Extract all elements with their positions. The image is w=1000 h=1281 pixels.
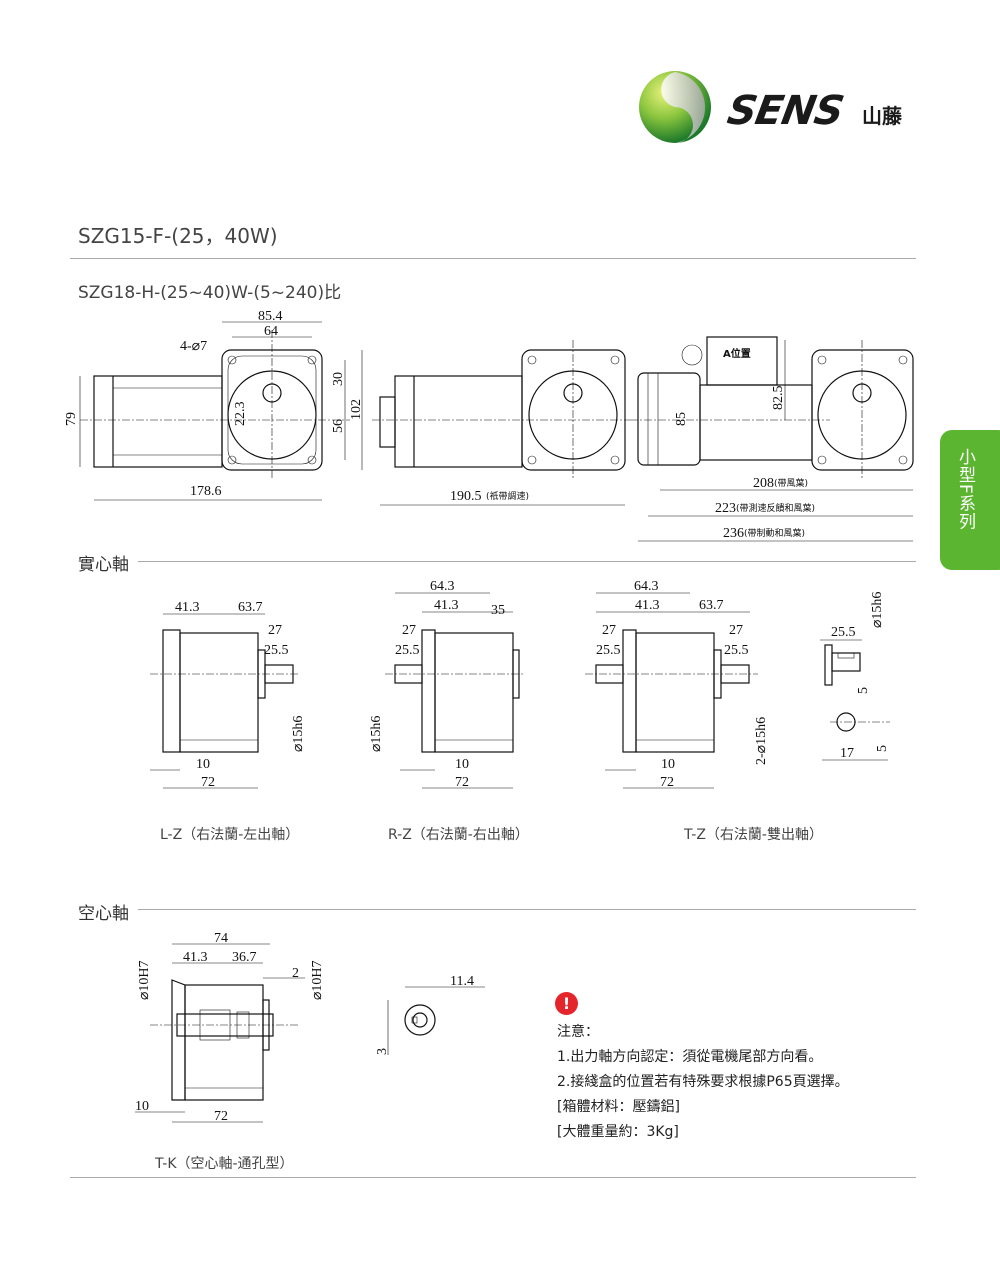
dim-11-4: 11.4 xyxy=(450,974,474,989)
drawing-view2: 190.5 (祇帶調速) xyxy=(372,340,630,506)
caption-lz: L-Z（右法蘭-左出軸） xyxy=(160,827,300,843)
dim-17: 17 xyxy=(840,746,854,761)
drawing-tz: 64.3 41.3 63.7 27 25.5 27 25.5 2-⌀15h6 1… xyxy=(585,579,769,790)
caption-rz: R-Z（右法蘭-右出軸） xyxy=(388,827,529,843)
note-item: [箱體材料：壓鑄鋁] xyxy=(557,1099,680,1115)
dim-41-3: 41.3 xyxy=(175,600,200,615)
notes-heading: 注意： xyxy=(557,1024,599,1040)
dim-41-3: 41.3 xyxy=(183,950,208,965)
dim-41-3: 41.3 xyxy=(434,598,459,613)
dim-236: 236 xyxy=(723,526,744,541)
dim-56: 56 xyxy=(331,419,346,433)
dim-41-3: 41.3 xyxy=(635,598,660,613)
note-item: 2.接綫盒的位置若有特殊要求根據P65頁選擇。 xyxy=(557,1074,849,1090)
logo-brand-cn: 山藤 xyxy=(862,104,902,128)
dim-30: 30 xyxy=(331,372,346,386)
section-divider xyxy=(138,909,916,910)
dim-223: 223 xyxy=(715,501,736,516)
dim-10: 10 xyxy=(196,757,210,772)
dim-208-note: (帶風葉) xyxy=(774,477,808,489)
dim-64-3: 64.3 xyxy=(430,579,455,594)
drawing-lz: 41.3 63.7 27 25.5 ⌀15h6 10 72 xyxy=(150,600,306,790)
junction-box-label: A位置 xyxy=(723,347,751,360)
drawing-key-detail: 25.5 ⌀15h6 5 17 5 xyxy=(820,592,890,761)
dim-79: 79 xyxy=(64,412,79,426)
side-tab-label: 小型F系列 xyxy=(955,448,975,531)
dim-25-5: 25.5 xyxy=(264,643,289,658)
dim-64: 64 xyxy=(264,324,278,339)
dim-27: 27 xyxy=(268,623,282,638)
dim-190-5-note: (祇帶調速) xyxy=(486,490,529,502)
caption-tz: T-Z（右法蘭-雙出軸） xyxy=(684,827,823,843)
note-item: [大體重量約：3Kg] xyxy=(557,1124,679,1140)
page-title: SZG15-F-(25，40W) xyxy=(78,224,278,248)
dim-72: 72 xyxy=(455,775,469,790)
dim-208: 208 xyxy=(753,476,774,491)
logo-globe-icon xyxy=(639,71,711,143)
dim-bore-left: ⌀10H7 xyxy=(137,960,152,1000)
footer-divider xyxy=(70,1177,916,1178)
dim-27-right: 27 xyxy=(729,623,743,638)
dim-72: 72 xyxy=(660,775,674,790)
dim-shaft: ⌀15h6 xyxy=(369,716,384,752)
dim-5-a: 5 xyxy=(856,687,871,694)
dim-5-b: 5 xyxy=(875,745,890,752)
section-hollow-shaft: 空心軸 xyxy=(78,904,129,924)
dim-35: 35 xyxy=(491,603,505,618)
dim-27-left: 27 xyxy=(602,623,616,638)
side-tab[interactable]: 小型F系列 xyxy=(940,430,1000,570)
notes: 注意： 1.出力軸方向認定：須從電機尾部方向看。 2.接綫盒的位置若有特殊要求根… xyxy=(557,1020,849,1145)
note-item: 1.出力軸方向認定：須從電機尾部方向看。 xyxy=(557,1049,823,1065)
dim-36-7: 36.7 xyxy=(232,950,257,965)
section-divider xyxy=(138,561,916,562)
dim-10: 10 xyxy=(455,757,469,772)
drawing-rz: 64.3 41.3 35 27 25.5 ⌀15h6 10 72 xyxy=(369,579,525,790)
dim-223-note: (帶測速反饋和風葉) xyxy=(736,502,815,514)
dim-2: 2 xyxy=(292,966,299,981)
dim-25-5-right: 25.5 xyxy=(724,643,749,658)
dim-85: 85 xyxy=(674,412,689,426)
dim-27: 27 xyxy=(402,623,416,638)
dim-holes: 4-⌀7 xyxy=(180,339,207,354)
dim-190-5: 190.5 xyxy=(450,489,482,504)
dim-82-5: 82.5 xyxy=(771,386,786,411)
drawing-view3: A位置 82.5 85 208 (帶風葉) 223 (帶測速反饋和風葉) 236… xyxy=(630,336,914,542)
dim-64-3: 64.3 xyxy=(634,579,659,594)
section-solid-shaft: 實心軸 xyxy=(78,555,129,575)
dim-63-7: 63.7 xyxy=(238,600,263,615)
dim-63-7: 63.7 xyxy=(699,598,724,613)
logo xyxy=(638,70,713,145)
dim-bore-right: ⌀10H7 xyxy=(310,960,325,1000)
dim-shaft: ⌀15h6 xyxy=(870,592,885,628)
model-subtitle: SZG18-H-(25~40)W-(5~240)比 xyxy=(78,283,342,303)
dim-178-6: 178.6 xyxy=(190,484,222,499)
dim-25-5: 25.5 xyxy=(395,643,420,658)
caption-tk: T-K（空心軸-通孔型） xyxy=(155,1156,294,1172)
dim-25-5-left: 25.5 xyxy=(596,643,621,658)
dim-10: 10 xyxy=(661,757,675,772)
drawing-bore-detail: 11.4 3 xyxy=(375,974,485,1055)
dim-25-5: 25.5 xyxy=(831,625,856,640)
dim-85-4: 85.4 xyxy=(258,309,283,324)
dim-22-3: 22.3 xyxy=(233,402,248,427)
dim-72: 72 xyxy=(214,1109,228,1124)
dim-3: 3 xyxy=(375,1048,390,1055)
dim-236-note: (帶制動和風葉) xyxy=(744,527,805,539)
dim-72: 72 xyxy=(201,775,215,790)
drawing-tk: 74 41.3 36.7 2 ⌀10H7 ⌀10H7 10 72 xyxy=(135,931,325,1124)
warning-icon: ! xyxy=(555,992,578,1015)
title-divider xyxy=(70,258,916,259)
dim-74: 74 xyxy=(214,931,228,946)
dim-shaft: ⌀15h6 xyxy=(291,716,306,752)
dim-102: 102 xyxy=(349,399,364,420)
drawing-view1: 85.4 64 4-⌀7 79 22.3 30 56 102 178.6 xyxy=(64,309,364,501)
dim-shaft: 2-⌀15h6 xyxy=(754,717,769,765)
dim-10: 10 xyxy=(135,1099,149,1114)
